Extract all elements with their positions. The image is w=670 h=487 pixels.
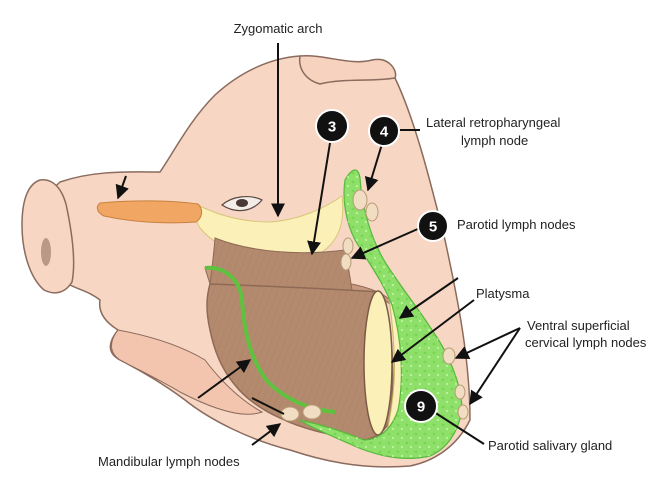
badge-3: 3 — [315, 109, 349, 143]
arrow-platysma-2 — [390, 299, 475, 363]
lymph-node — [454, 384, 466, 400]
badge-9-label: 9 — [417, 399, 425, 416]
lymph-node — [365, 202, 379, 222]
arrow-badge-5 — [350, 227, 421, 260]
arrow-platysma-1 — [398, 277, 459, 319]
nasal-structure — [96, 200, 203, 224]
nostril — [41, 238, 51, 266]
badges: 3 4 5 9 — [315, 109, 449, 423]
label-lateral-retropharyngeal-line2: lymph node — [461, 133, 528, 148]
ear — [298, 55, 397, 85]
label-parotid-lymph-nodes: Parotid lymph nodes — [457, 217, 576, 232]
arrow-mandibular-2 — [251, 423, 282, 446]
badge-9: 9 — [404, 389, 438, 423]
arrow-badge-3 — [307, 142, 331, 256]
pig-head-illustration — [21, 55, 471, 468]
arrow-mandibular-1 — [197, 359, 252, 399]
snout — [21, 179, 75, 294]
labels: Zygomatic arch Lateral retropharyngeal l… — [98, 21, 647, 469]
lymph-node — [352, 189, 368, 211]
label-parotid-salivary-gland: Parotid salivary gland — [488, 438, 612, 453]
arrow-ventral-1 — [454, 327, 521, 359]
arrow-mandibular-3 — [251, 397, 285, 415]
mandibular-duct — [204, 265, 336, 414]
lymph-node — [340, 253, 352, 271]
cut-muscle-texture — [207, 284, 393, 440]
label-lateral-retropharyngeal-line1: Lateral retropharyngeal — [426, 115, 561, 130]
cut-face — [363, 290, 393, 436]
label-zygomatic-arch: Zygomatic arch — [234, 21, 323, 36]
arrow-ventral-2 — [469, 327, 521, 406]
label-platysma: Platysma — [476, 286, 530, 301]
label-mandibular-lymph-nodes: Mandibular lymph nodes — [98, 454, 240, 469]
masseter-muscle-texture — [210, 238, 352, 292]
badge-5: 5 — [417, 210, 449, 242]
lymph-node — [280, 406, 300, 422]
lymph-node — [302, 404, 322, 420]
lymph-nodes — [280, 189, 469, 422]
label-ventral-superficial-line1: Ventral superficial — [527, 318, 630, 333]
badge-5-label: 5 — [429, 219, 437, 236]
lymph-node — [342, 237, 354, 255]
lymph-node — [442, 347, 456, 365]
arrow-parotid-gland — [433, 411, 485, 445]
badge-4: 4 — [368, 115, 400, 147]
arrow-nasal — [115, 175, 129, 200]
lymph-node — [457, 404, 469, 420]
jowl — [111, 329, 264, 415]
badge-4-label: 4 — [380, 124, 389, 141]
parotid-gland-texture — [300, 169, 462, 459]
badge-3-label: 3 — [328, 119, 336, 136]
arrow-badge-4 — [364, 143, 383, 192]
label-ventral-superficial-line2: cervical lymph nodes — [525, 335, 647, 350]
eye-pupil — [236, 199, 248, 207]
leader-lines — [115, 43, 521, 446]
